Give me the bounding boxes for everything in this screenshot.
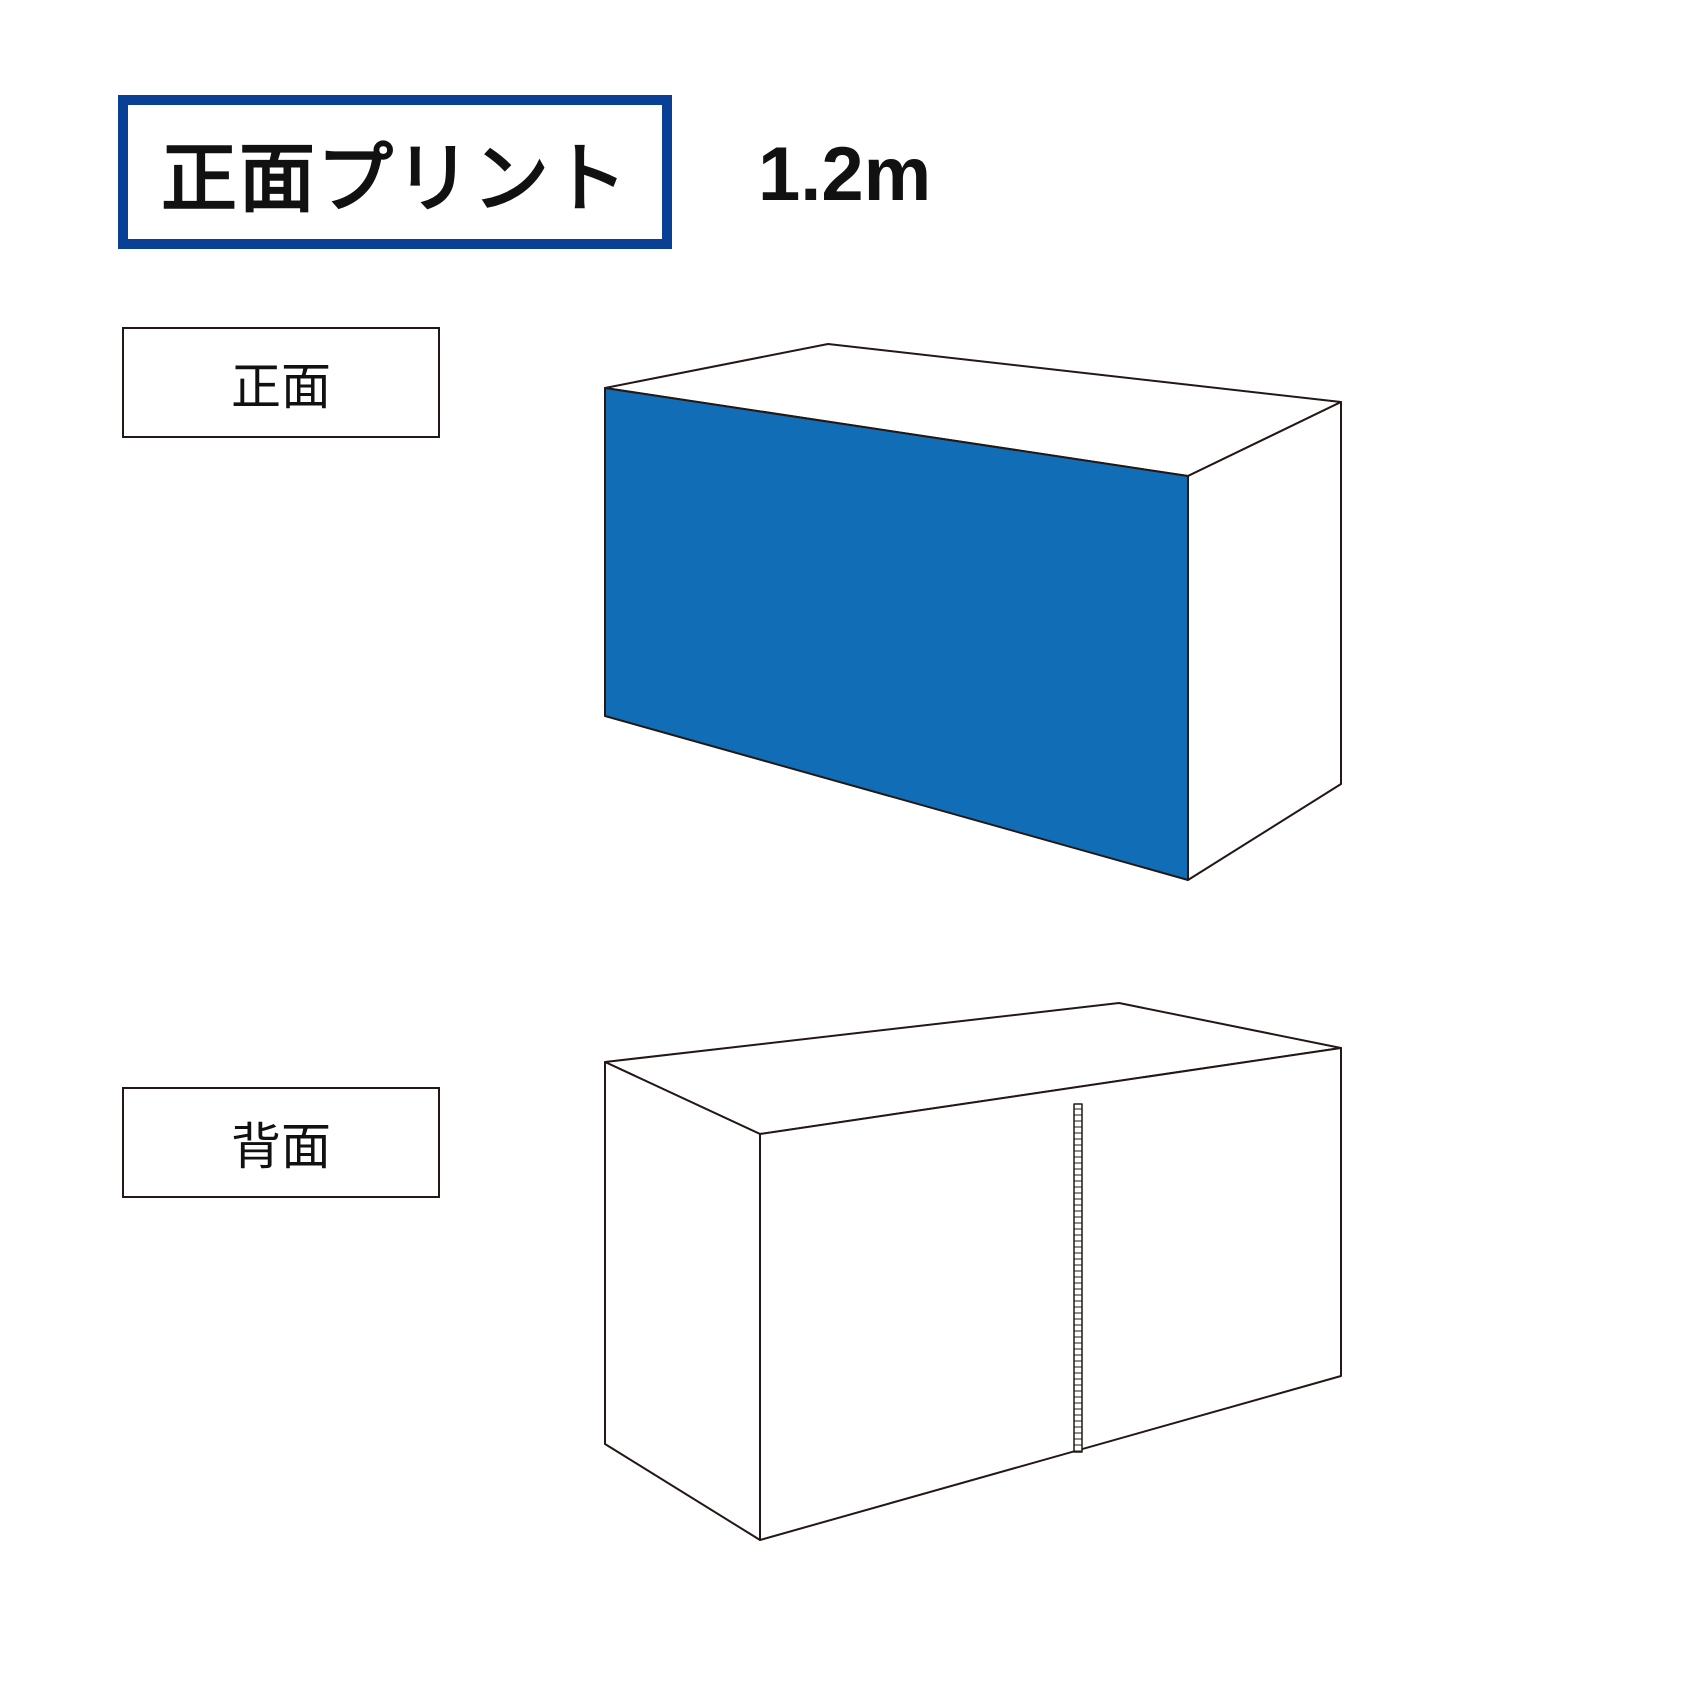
front-view-label-box: 正面 (122, 327, 440, 438)
size-label: 1.2m (758, 132, 932, 217)
front-view-box (604, 343, 1342, 881)
page-title: 正面プリント (161, 134, 629, 223)
back-view-label: 背面 (231, 1117, 331, 1176)
back-view-box (604, 1002, 1342, 1541)
front-print-face (604, 387, 1189, 881)
front-side-face (1187, 401, 1342, 881)
back-side-face (604, 1061, 761, 1541)
zipper (1073, 1103, 1083, 1453)
title-box: 正面プリント (118, 95, 672, 249)
front-view-label: 正面 (231, 357, 331, 416)
back-main-face (759, 1047, 1342, 1541)
back-view-label-box: 背面 (122, 1087, 440, 1198)
